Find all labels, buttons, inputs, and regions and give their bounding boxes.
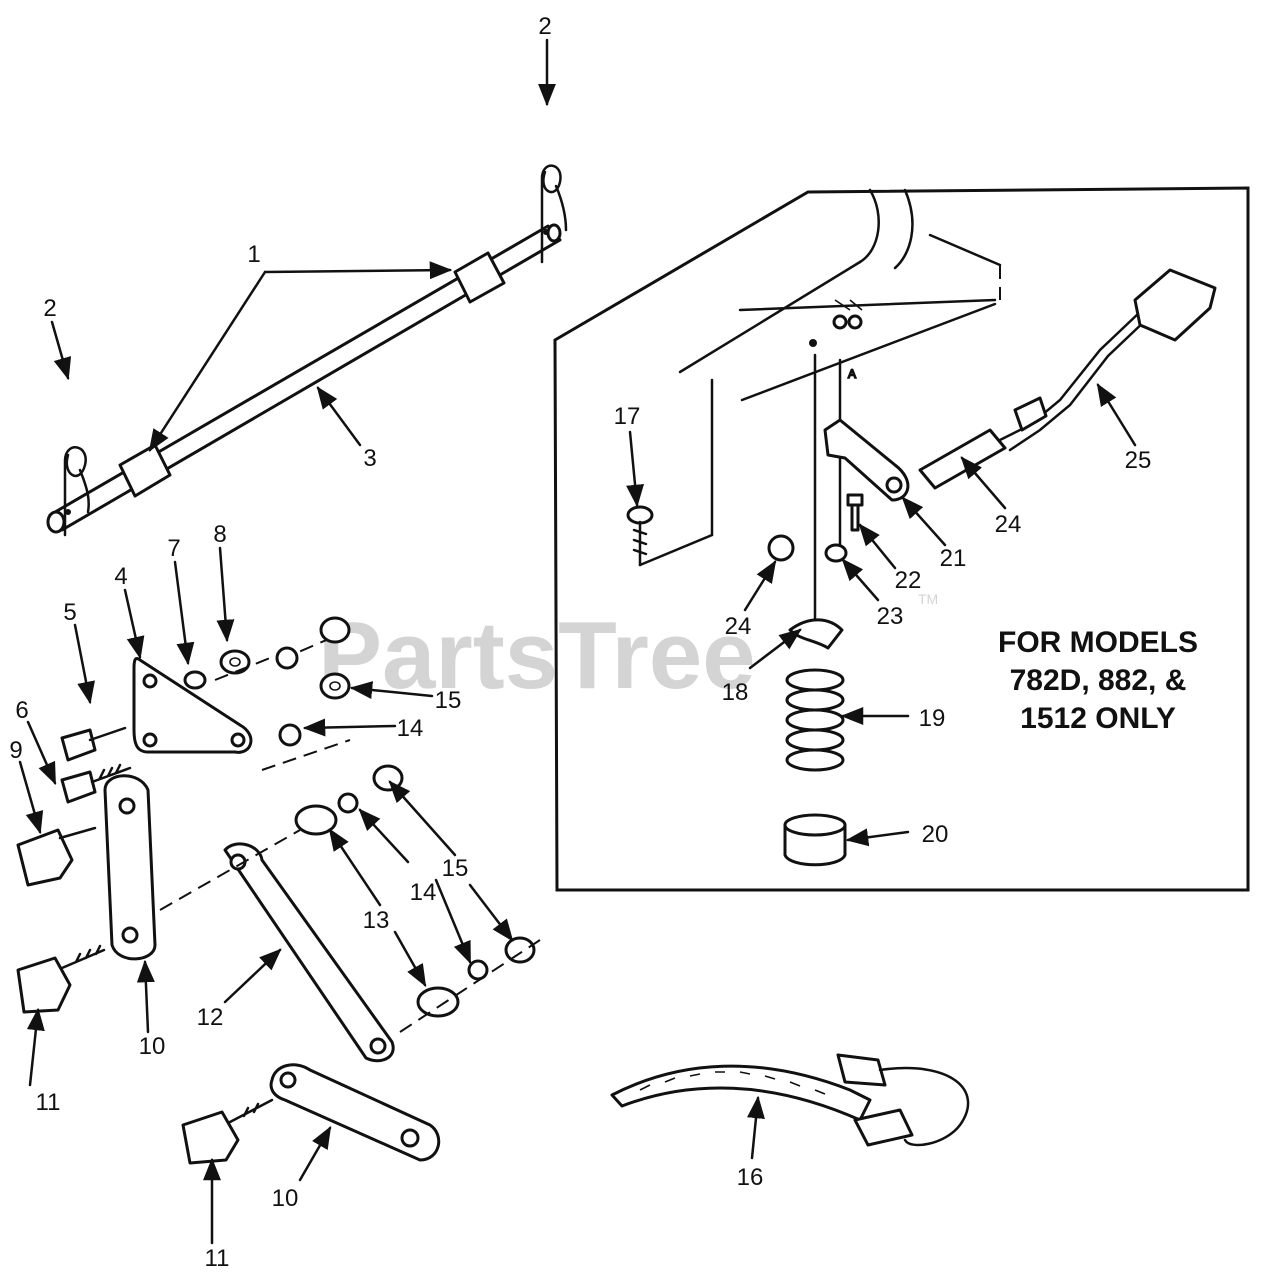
leader-lines xyxy=(18,38,1137,1245)
nut-part xyxy=(824,543,848,563)
callout-10-lower: 10 xyxy=(272,1185,299,1212)
callout-2-left: 2 xyxy=(43,295,56,322)
inset-box: A xyxy=(553,186,1250,892)
plate-part xyxy=(132,657,253,754)
nut-part xyxy=(504,936,536,964)
harness-part xyxy=(610,1053,970,1147)
sleeve-part xyxy=(783,813,847,867)
spring-part xyxy=(785,668,845,772)
callout-20: 20 xyxy=(922,821,949,848)
lock-washer-part xyxy=(767,534,795,562)
callout-15-upper: 15 xyxy=(435,687,462,714)
callout-17: 17 xyxy=(614,403,641,430)
bushing-part xyxy=(118,251,506,498)
callout-1: 1 xyxy=(247,241,260,268)
inset-note-line-1: FOR MODELS xyxy=(998,626,1198,659)
hairpin-clip-part xyxy=(63,164,568,537)
watermark-tm: TM xyxy=(918,591,938,607)
callout-21: 21 xyxy=(940,545,967,572)
washer-part xyxy=(416,986,460,1018)
lock-washer-part xyxy=(337,792,359,814)
lock-washer-part xyxy=(261,616,351,771)
callout-15-lower: 15 xyxy=(442,855,469,882)
callout-10-upper: 10 xyxy=(139,1033,166,1060)
washer-part xyxy=(294,804,338,836)
callout-13: 13 xyxy=(363,907,390,934)
switch-part xyxy=(918,268,1217,490)
callout-22: 22 xyxy=(895,567,922,594)
washer-nut-part xyxy=(183,649,271,690)
shoulder-bolt-part xyxy=(16,826,97,887)
callout-18: 18 xyxy=(722,679,749,706)
screw-part xyxy=(626,505,654,567)
shoulder-bolt-part xyxy=(16,944,106,1014)
callout-4: 4 xyxy=(114,563,127,590)
svg-text:A: A xyxy=(848,367,856,381)
callout-23: 23 xyxy=(877,603,904,630)
link-part xyxy=(269,1063,441,1162)
callout-14-upper: 14 xyxy=(397,715,424,742)
lock-washer-part xyxy=(467,959,489,981)
bolt-part xyxy=(60,726,132,804)
callout-2-top: 2 xyxy=(538,13,551,40)
callouts: 2 2 1 3 4 5 6 7 8 9 10 10 11 11 12 13 14… xyxy=(9,13,1151,1272)
link-part xyxy=(223,842,395,1063)
callout-7: 7 xyxy=(167,535,180,562)
shoulder-bolt-part xyxy=(181,1098,274,1165)
callout-3: 3 xyxy=(363,445,376,472)
callout-14-lower: 14 xyxy=(410,879,437,906)
shaft-part xyxy=(46,223,562,534)
screw-part xyxy=(846,493,864,532)
inset-note-line-3: 1512 ONLY xyxy=(1020,702,1176,735)
callout-25: 25 xyxy=(1125,447,1152,474)
callout-16: 16 xyxy=(737,1164,764,1191)
watermark-text: PartsTree xyxy=(318,602,756,709)
callout-11-upper: 11 xyxy=(36,1089,61,1116)
nut-part xyxy=(372,764,404,792)
callout-11-lower: 11 xyxy=(205,1245,230,1272)
callout-8: 8 xyxy=(213,521,226,548)
bracket-part xyxy=(823,418,910,502)
callout-24-right: 24 xyxy=(995,511,1022,538)
callout-12: 12 xyxy=(197,1004,224,1031)
callout-9: 9 xyxy=(9,737,22,764)
callout-5: 5 xyxy=(63,599,76,626)
callout-6: 6 xyxy=(15,697,28,724)
callout-19: 19 xyxy=(919,705,946,732)
link-part xyxy=(103,774,157,961)
inset-note-line-2: 782D, 882, & xyxy=(1010,664,1187,697)
callout-24-left: 24 xyxy=(725,613,752,640)
cap-part xyxy=(788,618,844,650)
